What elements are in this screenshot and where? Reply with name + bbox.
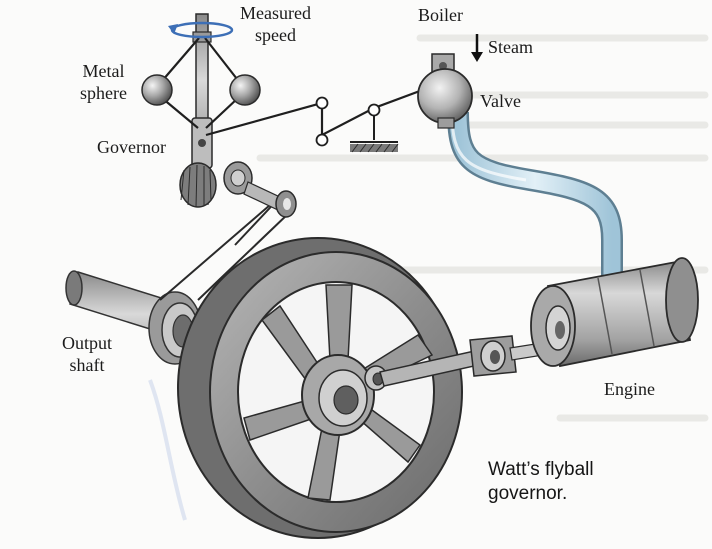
- label-valve: Valve: [480, 91, 521, 111]
- steam-pipe: [447, 111, 623, 285]
- figure-caption: Watt’s flyball governor.: [488, 458, 594, 506]
- ground-hatch-icon: [350, 141, 399, 153]
- label-measured-speed-line1: Measured: [240, 3, 311, 23]
- label-output-shaft-line2: shaft: [69, 355, 105, 375]
- metal-spheres: [141, 74, 261, 106]
- label-metal-sphere: Metal sphere: [80, 60, 127, 104]
- governor-gears: [179, 161, 297, 218]
- rotation-arrow-icon: [168, 21, 234, 39]
- caption-line2: governor.: [488, 483, 568, 504]
- label-output-shaft-line1: Output: [62, 333, 113, 353]
- label-output-shaft: Output shaft: [62, 332, 112, 376]
- engine-cylinder: [530, 257, 699, 368]
- caption-line1: Watt’s flyball: [488, 459, 594, 480]
- label-engine: Engine: [604, 379, 655, 399]
- valve-body: [417, 53, 473, 129]
- flywheel: [177, 237, 463, 539]
- down-arrow-icon: [471, 34, 483, 62]
- label-governor: Governor: [97, 137, 166, 157]
- scan-artifact: [148, 379, 187, 521]
- label-measured-speed: Measured speed: [240, 2, 311, 46]
- label-measured-speed-line2: speed: [255, 25, 296, 45]
- linkage: [205, 80, 445, 147]
- label-steam: Steam: [488, 37, 533, 57]
- label-metal-sphere-line1: Metal: [82, 61, 125, 81]
- label-metal-sphere-line2: sphere: [80, 83, 127, 103]
- label-boiler: Boiler: [418, 5, 463, 25]
